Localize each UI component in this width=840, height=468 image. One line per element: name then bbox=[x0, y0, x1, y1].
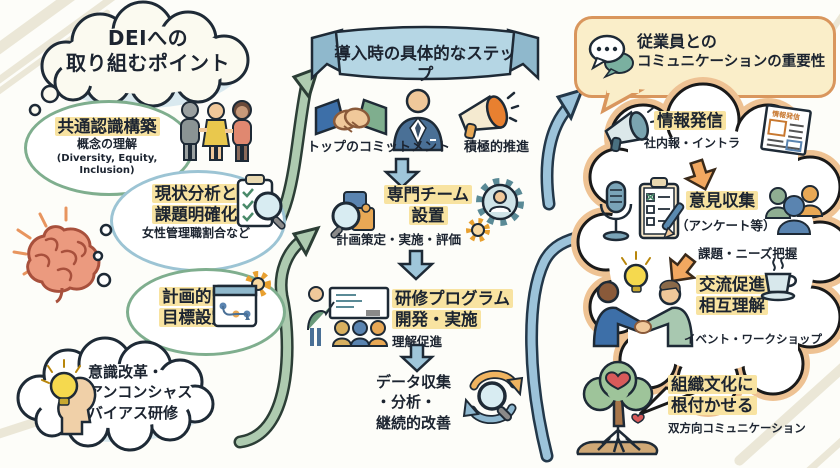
megaphone-small-icon bbox=[604, 107, 657, 153]
step2-sub: 計画策定・実施・評価 bbox=[336, 232, 462, 247]
point1-sub: 概念の理解 bbox=[76, 137, 137, 152]
calendar-gear-icon bbox=[212, 271, 271, 328]
meeting-handshake-icon bbox=[592, 251, 694, 348]
newsletter-icon: 情報発信 bbox=[760, 104, 812, 156]
thought-dots bbox=[28, 84, 60, 117]
puzzle-magnifier-icon bbox=[330, 191, 375, 239]
point1-note: (Diversity, Equity, Inclusion) bbox=[56, 153, 158, 177]
step2-title-line1: 専門チーム bbox=[383, 185, 472, 204]
point2-title-line1: 現状分析と bbox=[151, 184, 241, 203]
tag-line2: コミュニケーションの重要性 bbox=[637, 53, 826, 70]
gears-team-icon bbox=[466, 178, 524, 242]
step4-line2: ・分析・ bbox=[376, 393, 437, 412]
point4-line2: アンコンシャス bbox=[88, 383, 193, 402]
step1-label: トップのコミットメント bbox=[307, 140, 451, 155]
thought-dots bbox=[92, 223, 113, 288]
brain-icon bbox=[12, 206, 101, 304]
steps-banner: 導入時の具体的なステップ bbox=[306, 20, 544, 90]
point4-line1: 意識改革・ bbox=[88, 363, 164, 381]
handshake-icon bbox=[314, 98, 388, 136]
leader-person-icon bbox=[392, 88, 444, 152]
microphone-icon bbox=[599, 180, 633, 242]
people-group-icon bbox=[764, 185, 824, 235]
item3-title-line2: 相互理解 bbox=[696, 296, 768, 316]
communication-tag: 従業員との コミュニケーションの重要性 bbox=[574, 16, 836, 115]
survey-clipboard-icon bbox=[638, 177, 685, 240]
left-cloud-title-line1: DEIへの bbox=[107, 26, 189, 50]
communication-cloud: 情報発信 社内報・イントラ 情報発信 bbox=[571, 77, 840, 417]
step4-line3: 継続的改善 bbox=[376, 413, 452, 432]
step1-side-label: 積極的推進 bbox=[464, 140, 530, 155]
step3-title-line1: 研修プログラム bbox=[392, 289, 514, 308]
coffee-cup-icon bbox=[760, 257, 797, 302]
arrow-steps-to-tag bbox=[540, 103, 573, 211]
people-trio-icon bbox=[180, 100, 252, 162]
footer-title-line1: 組織文化に bbox=[668, 375, 757, 394]
tag-tail bbox=[600, 87, 646, 115]
down-arrow bbox=[398, 343, 436, 373]
arrowhead bbox=[555, 87, 585, 122]
tag-line1: 従業員との bbox=[637, 32, 717, 51]
footer-sub: 双方向コミュニケーション bbox=[668, 420, 806, 435]
orange-down-left-arrow bbox=[668, 252, 698, 283]
tree-roots-icon bbox=[576, 360, 659, 456]
orange-down-arrow bbox=[682, 158, 718, 192]
item3-sub: イベント・ワークショップ bbox=[684, 332, 822, 346]
down-arrow bbox=[396, 249, 436, 281]
step4-line1: データ収集 bbox=[376, 373, 452, 391]
cycle-magnifier-icon bbox=[462, 370, 524, 424]
megaphone-icon bbox=[458, 91, 520, 140]
newsletter-label: 情報発信 bbox=[772, 109, 801, 122]
training-presenter-icon bbox=[307, 286, 390, 347]
clipboard-magnifier-icon bbox=[236, 174, 286, 230]
item2-sub: （アンケート等） bbox=[676, 218, 776, 233]
point1-title: 共通認識構築 bbox=[54, 117, 160, 136]
chat-bubbles-icon bbox=[588, 34, 634, 79]
point2-title-line2: 課題明確化 bbox=[151, 205, 241, 225]
dei-points-cloud: DEIへの 取り組むポイント bbox=[28, 0, 266, 108]
item2-title: 意見収集 bbox=[686, 191, 758, 210]
footer-title-line2: 根付かせる bbox=[668, 396, 757, 416]
item2-note: 課題・ニーズ把握 bbox=[698, 246, 798, 261]
left-cloud-title-line2: 取り組むポイント bbox=[66, 51, 230, 75]
point4-line3: バイアス研修 bbox=[88, 403, 179, 422]
down-arrow bbox=[382, 157, 422, 189]
step2-title-line2: 設置 bbox=[408, 206, 448, 226]
point-awareness-cloud: 意識改革・ アンコンシャス バイアス研修 bbox=[10, 336, 218, 452]
item1-title: 情報発信 bbox=[654, 111, 726, 130]
step3-sub: 理解促進 bbox=[392, 333, 443, 349]
step3-title-line2: 開発・実施 bbox=[392, 310, 481, 330]
point2-sub: 女性管理職割合など bbox=[141, 225, 250, 240]
head-lightbulb-icon bbox=[41, 359, 97, 436]
item3-title-line1: 交流促進・ bbox=[696, 275, 785, 294]
cloud-shape bbox=[40, 0, 250, 108]
item1-sub: 社内報・イントラ bbox=[644, 136, 741, 150]
ribbon-shape bbox=[310, 25, 540, 81]
arrowhead bbox=[291, 225, 321, 258]
banner-title: 導入時の具体的なステップ bbox=[334, 44, 516, 85]
